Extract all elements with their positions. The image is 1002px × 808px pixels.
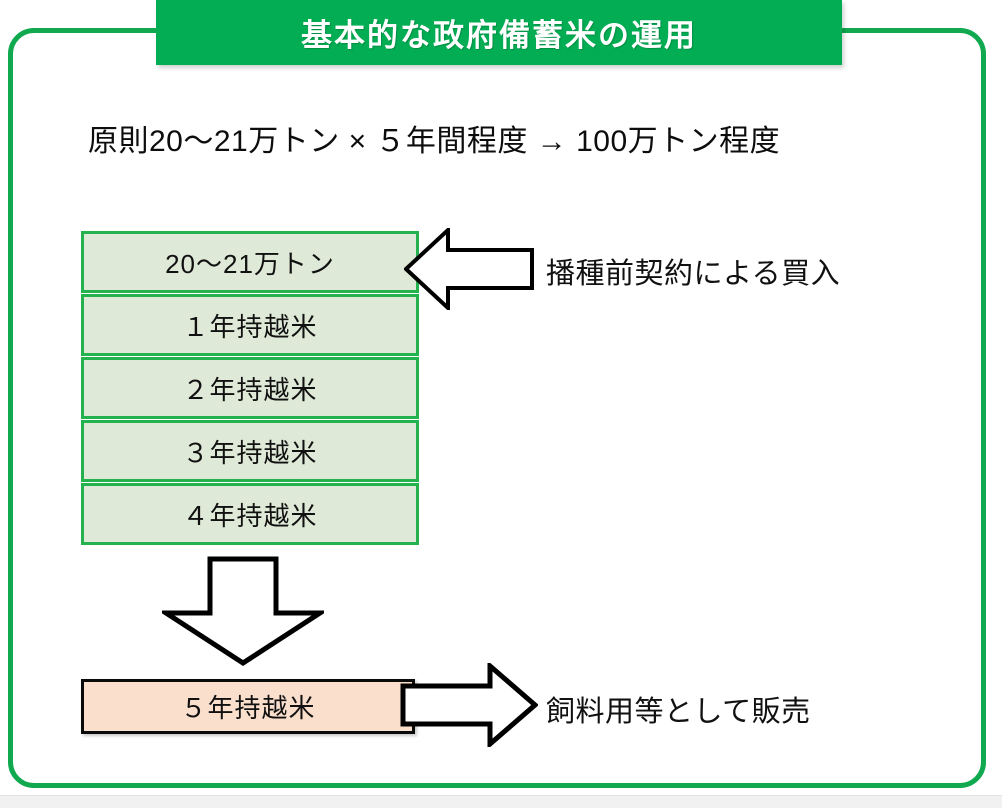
stack-row: １年持越米	[81, 294, 419, 356]
stack-row: ３年持越米	[81, 420, 419, 482]
stack-row: ２年持越米	[81, 357, 419, 419]
stack-row: ４年持越米	[81, 483, 419, 545]
bottom-strip	[0, 795, 1002, 808]
annotation-sell-off: 飼料用等として販売	[546, 696, 811, 728]
page-title: 基本的な政府備蓄米の運用	[301, 18, 697, 53]
stack-row-label: ４年持越米	[182, 500, 318, 531]
arrow-down-block-icon	[162, 556, 324, 666]
arrow-right-block-icon	[400, 663, 538, 747]
title-banner: 基本的な政府備蓄米の運用	[156, 0, 842, 65]
stack-row-label: １年持越米	[182, 311, 318, 342]
stock-stack: 20〜21万トン １年持越米 ２年持越米 ３年持越米 ４年持越米	[81, 231, 419, 545]
five-year-stock-label: ５年持越米	[180, 693, 316, 723]
stack-row-label: ３年持越米	[182, 437, 318, 468]
stack-row-label: ２年持越米	[182, 374, 318, 405]
annotation-buy-in: 播種前契約による買入	[546, 258, 841, 290]
five-year-stock-box: ５年持越米	[81, 679, 415, 734]
stack-row: 20〜21万トン	[81, 231, 419, 293]
stock-formula-text: 原則20〜21万トン × ５年間程度 → 100万トン程度	[88, 125, 781, 158]
stack-row-label: 20〜21万トン	[165, 248, 335, 279]
arrow-left-block-icon	[404, 228, 534, 310]
